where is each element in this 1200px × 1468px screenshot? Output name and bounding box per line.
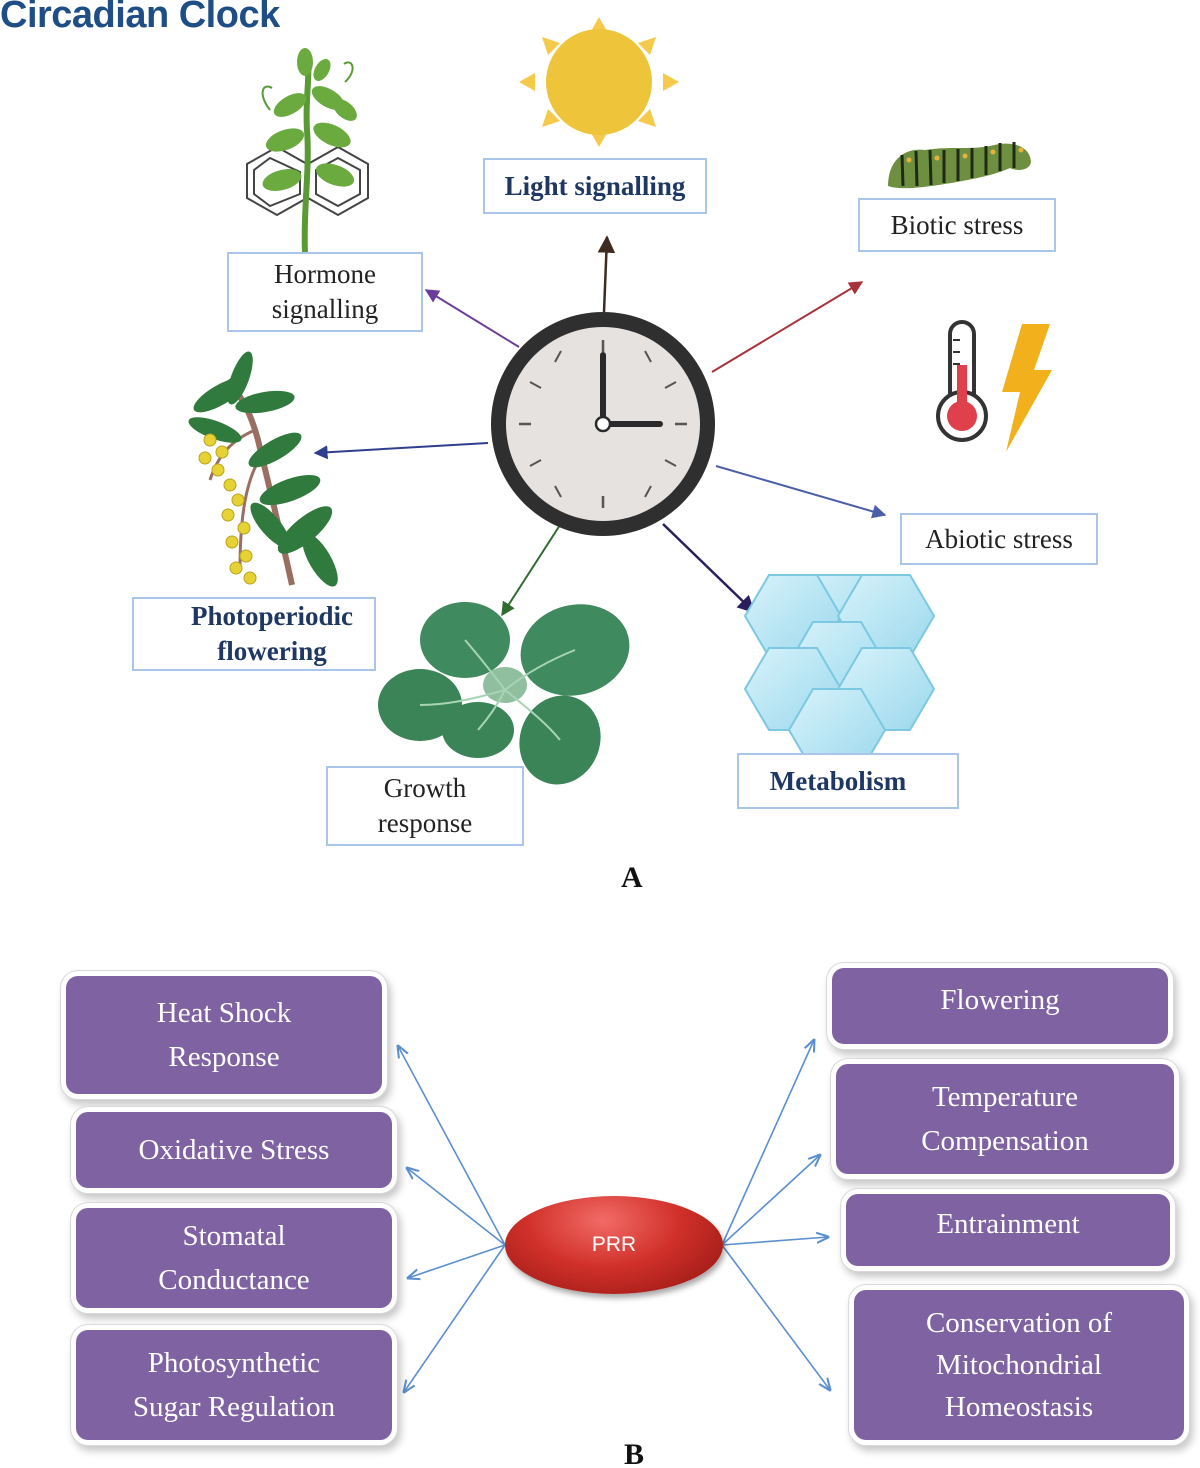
node-light-signalling: Light signalling — [483, 158, 707, 214]
effect-flowering: Flowering — [832, 968, 1168, 1044]
node-label-line1: Photoperiodic — [191, 601, 353, 631]
panel-a-graphics — [188, 17, 1052, 785]
node-hormone-signalling: Hormone signalling — [227, 252, 423, 332]
node-growth-response: Growth response — [326, 766, 524, 846]
effect-temperature-compensation: Temperature Compensation — [836, 1064, 1174, 1174]
effect-entrainment: Entrainment — [846, 1194, 1170, 1266]
node-label-line2: signalling — [271, 294, 379, 324]
effect-line1: Stomatal — [182, 1220, 286, 1252]
arrow-to-photoperiodic — [313, 442, 489, 460]
arrow-to-light — [597, 235, 616, 313]
node-label-line2: flowering — [217, 636, 327, 666]
effect-line2: Compensation — [921, 1125, 1089, 1157]
sun-icon — [519, 17, 679, 147]
arrow-to-abiotic — [715, 465, 887, 519]
caterpillar-icon — [888, 142, 1031, 189]
effect-line1: Temperature — [931, 1081, 1079, 1113]
prr-center-node: PRR — [505, 1196, 723, 1294]
arrow-to-heat-shock — [398, 1046, 506, 1246]
effect-line1: Flowering — [940, 984, 1060, 1016]
effect-line2: Conductance — [158, 1264, 310, 1296]
arrow-to-metabolism — [662, 523, 756, 614]
effect-heat-shock-response: Heat Shock Response — [66, 976, 382, 1094]
node-label-line1: Growth — [383, 773, 467, 803]
arrow-to-biotic — [711, 281, 864, 373]
node-label: Metabolism — [769, 765, 907, 796]
arrow-to-flowering — [721, 1040, 814, 1246]
effect-line3: Homeostasis — [944, 1391, 1094, 1423]
node-label-line1: Hormone — [274, 259, 376, 289]
branch-plant-icon — [188, 351, 338, 587]
effect-line2: Mitochondrial — [936, 1349, 1102, 1381]
clock-arrows — [313, 235, 887, 617]
effect-line1: Heat Shock — [156, 997, 292, 1029]
lightning-icon — [1002, 324, 1052, 452]
node-label: Light signalling — [504, 170, 686, 201]
clock-icon — [491, 312, 715, 536]
node-label-line2: response — [377, 808, 473, 838]
effect-line2: Sugar Regulation — [132, 1391, 336, 1423]
arrow-to-photosynthetic — [404, 1244, 506, 1392]
arrow-to-temperature — [721, 1155, 820, 1246]
prr-label: PRR — [591, 1233, 637, 1256]
flowering-plant-icon — [261, 48, 357, 253]
panel-label-b: B — [624, 1438, 645, 1468]
leafy-plant-icon — [378, 602, 630, 785]
arrow-to-oxidative-stress — [407, 1168, 506, 1246]
node-abiotic-stress: Abiotic stress — [900, 513, 1098, 565]
honeycomb-icon — [743, 574, 936, 772]
panel-label-a: A — [621, 861, 643, 894]
effect-oxidative-stress: Oxidative Stress — [76, 1112, 392, 1188]
node-biotic-stress: Biotic stress — [858, 198, 1056, 252]
effect-photosynthetic-sugar-regulation: Photosynthetic Sugar Regulation — [76, 1330, 392, 1440]
effect-line1: Oxidative Stress — [138, 1134, 330, 1166]
node-photoperiodic-flowering: Photoperiodic flowering — [132, 597, 376, 671]
arrow-to-hormone — [424, 289, 520, 348]
arrow-to-entrainment — [721, 1237, 828, 1246]
arrow-to-stomatal — [408, 1244, 506, 1278]
arrow-to-growth — [501, 524, 561, 617]
effect-line2: Response — [168, 1041, 280, 1073]
effect-stomatal-conductance: Stomatal Conductance — [76, 1208, 392, 1308]
figure-title: Circadian Clock — [0, 0, 280, 36]
effect-conservation-of-mitochondrial-homeostasis: Conservation of Mitochondrial Homeostasi… — [854, 1290, 1184, 1440]
effect-line1: Conservation of — [925, 1307, 1113, 1339]
node-label: Biotic stress — [890, 209, 1024, 240]
arrow-to-conservation — [721, 1244, 830, 1390]
node-metabolism: Metabolism — [737, 753, 959, 809]
effect-line1: Entrainment — [936, 1208, 1080, 1240]
effect-line1: Photosynthetic — [147, 1347, 321, 1379]
thermometer-icon — [936, 320, 988, 442]
node-label: Abiotic stress — [925, 523, 1073, 554]
